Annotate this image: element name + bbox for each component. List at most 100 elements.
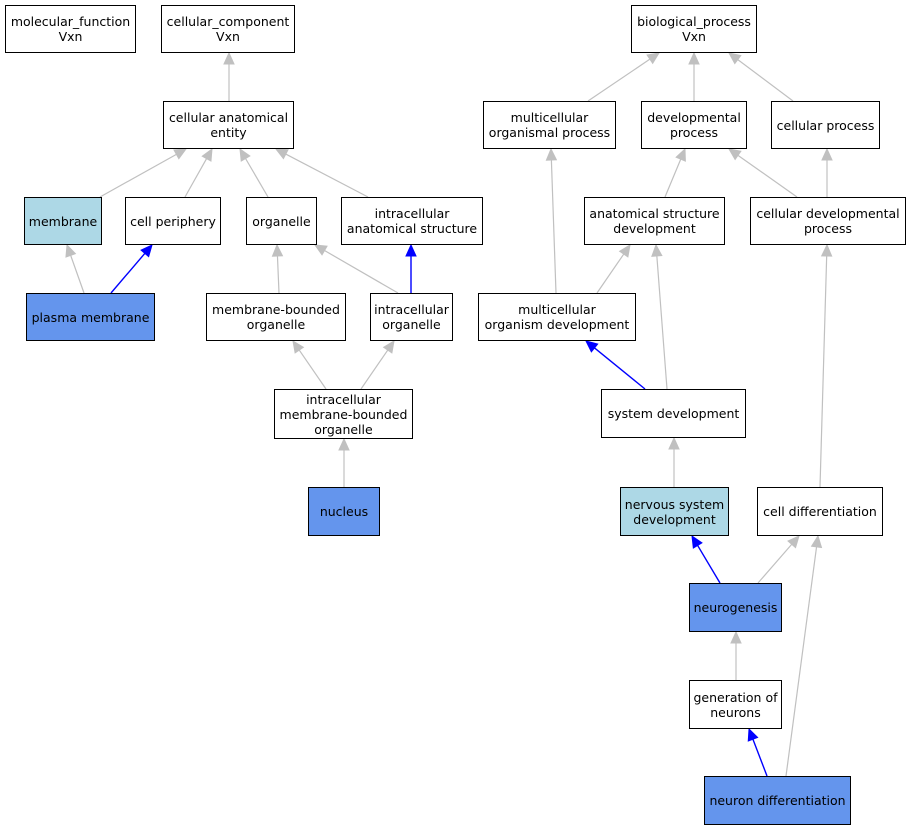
arrowhead-icon xyxy=(618,244,631,258)
edge-multicellular-organism-development-to-multicellular-organismal-process xyxy=(545,147,558,294)
node-multicellular-organismal-process: multicellular organismal process xyxy=(483,101,616,149)
node-anatomical-structure-development: anatomical structure development xyxy=(584,197,725,245)
edge-line xyxy=(656,255,668,390)
edge-line xyxy=(110,252,146,294)
edge-intracellular-organelle-to-intracellular-anatomical-structure xyxy=(405,243,417,293)
edge-membrane-bounded-organelle-to-organelle xyxy=(271,243,284,294)
arrowhead-icon xyxy=(730,630,742,644)
node-molecular-function: molecular_function Vxn xyxy=(5,5,136,53)
edge-organelle-to-cellular-anatomical-entity xyxy=(239,147,269,198)
edge-line xyxy=(99,153,177,198)
arrowhead-icon xyxy=(691,534,703,549)
edge-multicellular-organism-development-to-anatomical-structure-development xyxy=(596,244,631,294)
node-intracellular-membrane-bounded-organelle: intracellular membrane-bounded organelle xyxy=(274,389,413,439)
arrowhead-icon xyxy=(313,244,328,256)
edge-developmental-process-to-biological-process xyxy=(688,51,700,101)
edge-nervous-system-development-to-system-development xyxy=(668,436,680,487)
edge-generation-of-neurons-to-neurogenesis xyxy=(730,630,742,680)
edge-line xyxy=(785,546,818,777)
arrowhead-icon xyxy=(201,147,213,162)
edge-anatomical-structure-development-to-developmental-process xyxy=(664,147,686,198)
edge-line xyxy=(757,543,793,584)
arrowhead-icon xyxy=(338,437,350,451)
edge-plasma-membrane-to-membrane xyxy=(65,243,85,294)
edge-line xyxy=(245,158,269,198)
arrowhead-icon xyxy=(239,147,251,162)
node-membrane: membrane xyxy=(24,197,102,245)
arrowhead-icon xyxy=(271,243,284,257)
node-nervous-system-development: nervous system development xyxy=(620,487,729,536)
arrowhead-icon xyxy=(405,243,417,257)
arrowhead-icon xyxy=(274,148,289,160)
edge-intracellular-membrane-bounded-organelle-to-intracellular-organelle xyxy=(360,340,395,390)
edge-cell-periphery-to-cellular-anatomical-entity xyxy=(184,147,213,198)
edge-line xyxy=(752,739,768,777)
edge-line xyxy=(664,158,682,198)
edge-line xyxy=(737,59,794,102)
edge-cellular-anatomical-entity-to-cellular-component xyxy=(223,51,235,101)
node-multicellular-organism-development: multicellular organism development xyxy=(478,293,636,341)
edge-line xyxy=(184,158,208,198)
node-cellular-process: cellular process xyxy=(771,101,880,149)
edge-line xyxy=(550,159,557,294)
arrowhead-icon xyxy=(646,52,661,65)
arrowhead-icon xyxy=(810,534,823,549)
edge-neurogenesis-to-nervous-system-development xyxy=(691,534,721,584)
node-cell-periphery: cell periphery xyxy=(125,197,221,245)
edge-cellular-developmental-process-to-developmental-process xyxy=(728,148,798,198)
node-organelle: organelle xyxy=(246,197,317,245)
edge-plasma-membrane-to-cell-periphery xyxy=(110,244,153,294)
edge-line xyxy=(70,255,85,294)
node-cellular-component: cellular_component Vxn xyxy=(161,5,295,53)
node-cellular-anatomical-entity: cellular anatomical entity xyxy=(163,101,294,149)
edge-line xyxy=(285,153,369,198)
node-system-development: system development xyxy=(601,389,746,438)
arrowhead-icon xyxy=(173,148,188,160)
arrowhead-icon xyxy=(65,243,77,258)
edge-membrane-to-cellular-anatomical-entity xyxy=(99,148,188,198)
arrowhead-icon xyxy=(821,147,833,161)
edge-intracellular-anatomical-structure-to-cellular-anatomical-entity xyxy=(274,148,369,198)
edge-cellular-process-to-biological-process xyxy=(728,52,794,102)
node-biological-process: biological_process Vxn xyxy=(631,5,757,53)
edge-system-development-to-multicellular-organism-development xyxy=(585,340,646,390)
arrowhead-icon xyxy=(140,244,153,258)
edge-multicellular-organismal-process-to-biological-process xyxy=(587,52,661,102)
arrowhead-icon xyxy=(820,243,833,257)
node-intracellular-anatomical-structure: intracellular anatomical structure xyxy=(341,197,483,245)
node-cell-differentiation: cell differentiation xyxy=(757,487,883,536)
edge-line xyxy=(737,154,798,198)
node-intracellular-organelle: intracellular organelle xyxy=(370,293,453,341)
arrowhead-icon xyxy=(651,243,663,257)
node-nucleus: nucleus xyxy=(308,487,380,536)
arrowhead-icon xyxy=(728,52,742,65)
arrowhead-icon xyxy=(545,147,558,161)
edge-line xyxy=(324,249,399,294)
arrowhead-icon xyxy=(292,340,305,354)
edge-line xyxy=(697,545,721,584)
node-developmental-process: developmental process xyxy=(641,101,747,149)
arrowhead-icon xyxy=(382,340,395,354)
edge-intracellular-organelle-to-organelle xyxy=(313,244,399,294)
edge-line xyxy=(819,255,828,488)
edge-nucleus-to-intracellular-membrane-bounded-organelle xyxy=(338,437,350,487)
edge-line xyxy=(360,349,389,390)
node-generation-of-neurons: generation of neurons xyxy=(689,680,782,729)
arrowhead-icon xyxy=(223,51,235,65)
node-neurogenesis: neurogenesis xyxy=(689,583,782,632)
edge-line xyxy=(298,349,327,390)
node-cellular-developmental-process: cellular developmental process xyxy=(750,197,906,245)
edge-neurogenesis-to-cell-differentiation xyxy=(757,535,800,584)
arrowhead-icon xyxy=(688,51,700,65)
arrowhead-icon xyxy=(675,147,686,162)
edge-line xyxy=(276,255,280,294)
edge-line xyxy=(596,253,625,294)
edge-cell-differentiation-to-cellular-developmental-process xyxy=(819,243,833,488)
node-neuron-differentiation: neuron differentiation xyxy=(704,776,851,825)
edge-intracellular-membrane-bounded-organelle-to-membrane-bounded-organelle xyxy=(292,340,327,390)
arrowhead-icon xyxy=(668,436,680,450)
edge-line xyxy=(594,347,646,390)
edge-cellular-developmental-process-to-cellular-process xyxy=(821,147,833,197)
